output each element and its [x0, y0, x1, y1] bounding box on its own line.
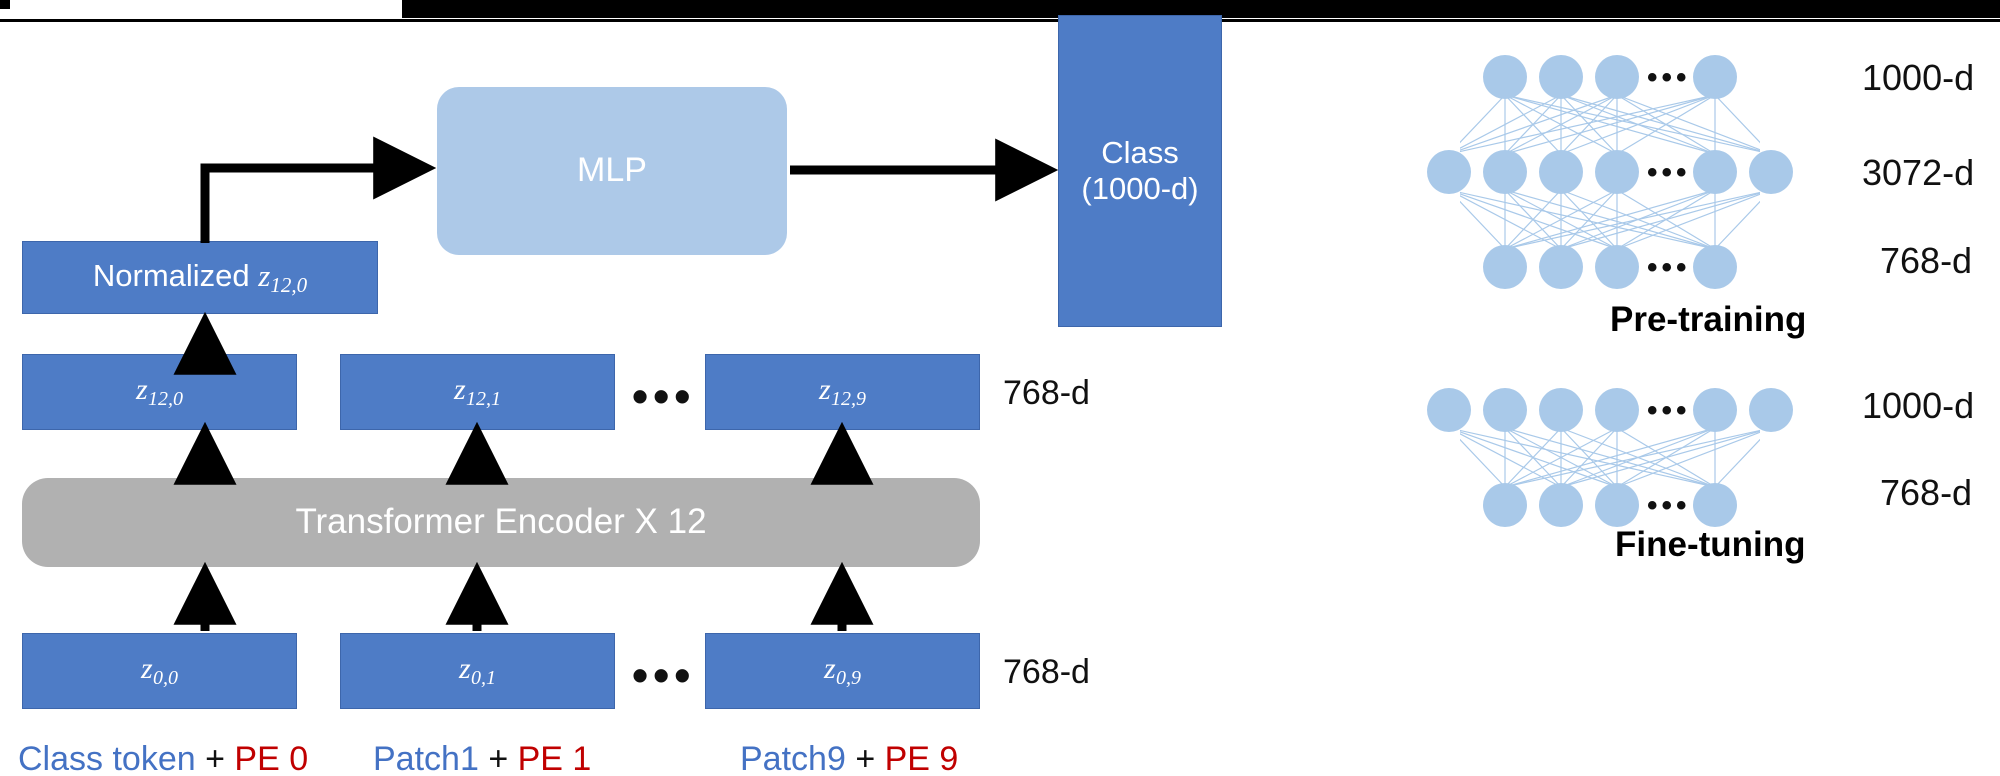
network-node	[1595, 55, 1639, 99]
input-token-label-2: z0,9	[824, 652, 861, 690]
network-node	[1595, 150, 1639, 194]
class-output-box: Class (1000-d)	[1058, 15, 1222, 327]
mlp-label: MLP	[577, 151, 647, 190]
output-token-label-1: z12,1	[454, 373, 501, 411]
finetuning-dim-1000: 1000-d	[1862, 385, 1975, 426]
token-symbol: z	[454, 373, 466, 406]
network-node	[1539, 55, 1583, 99]
pretraining-dim-3072: 3072-d	[1862, 152, 1975, 193]
transformer-encoder-bar: Transformer Encoder X 12	[22, 478, 980, 567]
mlp-box: MLP	[437, 87, 787, 255]
normalized-symbol: z	[258, 257, 271, 293]
network-node	[1539, 483, 1583, 527]
network-node	[1539, 150, 1583, 194]
network-node	[1483, 388, 1527, 432]
class-output-line1: Class	[1101, 135, 1179, 171]
network-node	[1595, 483, 1639, 527]
pretraining-title: Pre-training	[1610, 300, 1807, 339]
token-subscript: 0,0	[152, 667, 178, 689]
network-layer-ellipsis: •••	[1647, 251, 1691, 284]
output-token-box-1: z12,1	[340, 354, 615, 430]
token-subscript: 12,1	[465, 388, 501, 410]
network-node	[1595, 388, 1639, 432]
token-subscript: 0,9	[835, 667, 861, 689]
output-token-box-2: z12,9	[705, 354, 980, 430]
input-token-label-0: z0,0	[141, 652, 178, 690]
caption-plus-0: +	[205, 740, 225, 776]
network-node	[1539, 245, 1583, 289]
network-node	[1693, 55, 1737, 99]
class-output-line2: (1000-d)	[1081, 171, 1199, 206]
pretraining-dim-1000: 1000-d	[1862, 57, 1975, 98]
normalized-subscript: 12,0	[270, 272, 308, 297]
class-output-text: Class (1000-d)	[1081, 135, 1198, 206]
network-node	[1483, 245, 1527, 289]
top-chrome-bar-right	[402, 0, 2000, 18]
pretraining-network: ••• ••• •••	[1427, 55, 1793, 305]
output-token-box-0: z12,0	[22, 354, 297, 430]
top-chrome-underline	[0, 19, 2000, 22]
caption-1: Patch1 + PE 1	[373, 740, 591, 776]
token-symbol: z	[459, 652, 471, 685]
network-layer-ellipsis: •••	[1647, 394, 1691, 427]
input-row-ellipsis: •••	[632, 649, 696, 701]
top-chrome-inset	[10, 0, 402, 18]
output-row-ellipsis: •••	[632, 370, 696, 422]
token-symbol: z	[824, 652, 836, 685]
network-node	[1427, 150, 1471, 194]
network-edges	[1460, 94, 1760, 250]
token-symbol: z	[819, 373, 831, 406]
network-node	[1483, 150, 1527, 194]
output-row-dim-label: 768-d	[1003, 374, 1090, 412]
network-node	[1749, 150, 1793, 194]
normalized-token-box: Normalized z12,0	[22, 241, 378, 314]
caption-pe-1: PE 1	[517, 740, 592, 776]
network-node	[1483, 55, 1527, 99]
network-node	[1693, 483, 1737, 527]
network-edges	[1460, 427, 1760, 488]
input-token-box-0: z0,0	[22, 633, 297, 709]
output-token-label-2: z12,9	[819, 373, 866, 411]
network-node	[1693, 245, 1737, 289]
finetuning-network: ••• •••	[1427, 388, 1793, 528]
transformer-encoder-label: Transformer Encoder X 12	[295, 502, 707, 542]
network-layer-ellipsis: •••	[1647, 61, 1691, 94]
network-node	[1693, 388, 1737, 432]
token-subscript: 12,0	[147, 388, 183, 410]
token-subscript: 0,1	[470, 667, 496, 689]
network-node	[1539, 388, 1583, 432]
caption-pe-2: PE 9	[884, 740, 959, 776]
input-token-box-2: z0,9	[705, 633, 980, 709]
caption-0: Class token + PE 0	[18, 740, 308, 776]
input-row-dim-label: 768-d	[1003, 653, 1090, 691]
network-layer-ellipsis: •••	[1647, 489, 1691, 522]
input-token-box-1: z0,1	[340, 633, 615, 709]
network-node	[1595, 245, 1639, 289]
finetuning-title: Fine-tuning	[1615, 525, 1806, 564]
normalized-token-label: Normalized z12,0	[93, 258, 307, 297]
input-token-label-1: z0,1	[459, 652, 496, 690]
caption-source-0: Class token	[18, 740, 196, 776]
caption-source-1: Patch1	[373, 740, 479, 776]
network-node	[1693, 150, 1737, 194]
output-token-label-0: z12,0	[136, 373, 183, 411]
caption-source-2: Patch9	[740, 740, 846, 776]
token-symbol: z	[141, 652, 153, 685]
arrow-normalized-to-mlp	[200, 136, 437, 243]
caption-pe-0: PE 0	[234, 740, 309, 776]
pretraining-dim-768: 768-d	[1880, 240, 1973, 281]
token-subscript: 12,9	[830, 388, 866, 410]
token-symbol: z	[136, 373, 148, 406]
network-node	[1483, 483, 1527, 527]
caption-plus-2: +	[855, 740, 876, 776]
caption-plus-1: +	[488, 740, 509, 776]
network-node	[1749, 388, 1793, 432]
caption-2: Patch9 + PE 9	[740, 740, 958, 776]
normalized-prefix: Normalized	[92, 257, 259, 293]
finetuning-dim-768: 768-d	[1880, 472, 1973, 513]
network-node	[1427, 388, 1471, 432]
network-layer-ellipsis: •••	[1647, 156, 1691, 189]
